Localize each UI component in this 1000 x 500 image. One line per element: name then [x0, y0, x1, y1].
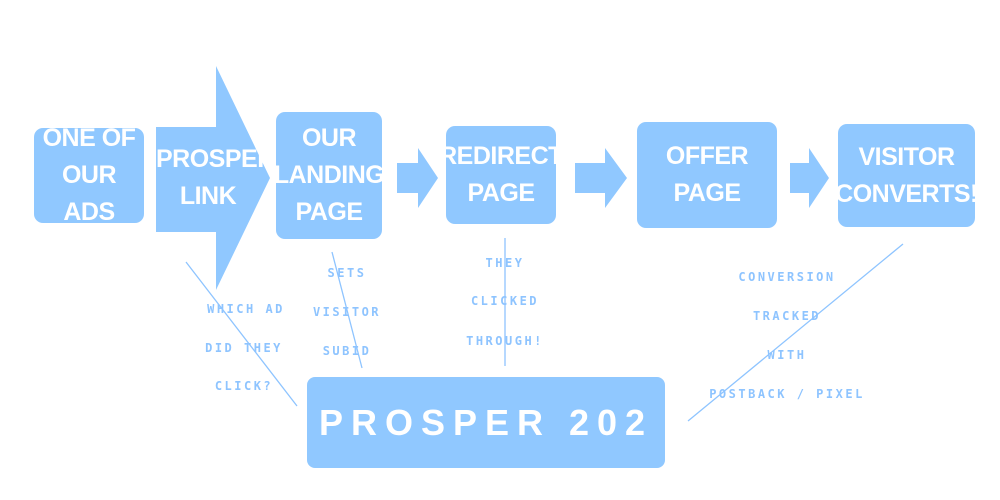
flow-arrow-offer-to-converts — [790, 148, 829, 208]
step-box-our-landing-page: OUR LANDING PAGE — [273, 112, 385, 239]
step-label-line: PAGE — [467, 179, 535, 207]
step-label-line: PAGE — [673, 179, 742, 207]
step-label-line: LANDING — [273, 161, 385, 189]
note-through: THROUGH! — [466, 334, 544, 348]
step-label-line: REDIRECT — [439, 142, 563, 170]
note-tracked: TRACKED — [752, 309, 822, 323]
step-label-prosper-link: PROSPER LINK — [156, 141, 275, 215]
connector-line-converts — [687, 243, 904, 422]
step-label-line: OUR ADS — [61, 161, 117, 226]
step-label-line: CONVERTS! — [835, 179, 978, 208]
note-sets: SETS — [327, 266, 367, 280]
step-label-line: LINK — [179, 182, 237, 210]
step-label-line: PROSPER — [156, 145, 275, 173]
note-which-ad: WHICH AD — [207, 302, 285, 316]
connector-line-link — [185, 261, 298, 407]
prosper-202-box: PROSPER 202 — [307, 377, 665, 468]
step-label-line: ONE OF — [42, 124, 136, 152]
step-box-one-of-our-ads: ONE OF OUR ADS — [34, 124, 144, 226]
prosper-link-arrow-shape — [156, 66, 270, 290]
note-postback-pixel: POSTBACK / PIXEL — [709, 387, 865, 401]
prosper-202-label: PROSPER 202 — [318, 401, 654, 443]
note-clicked: CLICKED — [470, 294, 540, 308]
note-click: CLICK? — [214, 379, 274, 393]
step-label-line: OFFER — [665, 142, 749, 170]
note-subid: SUBID — [322, 344, 372, 358]
step-box-offer-page: OFFER PAGE — [637, 122, 777, 228]
step-box-visitor-converts: VISITOR CONVERTS! — [835, 124, 978, 227]
step-box-redirect-page: REDIRECT PAGE — [439, 126, 563, 224]
connector-line-landing — [331, 251, 363, 369]
step-label-line: OUR — [301, 124, 357, 152]
note-did-they: DID THEY — [205, 341, 283, 355]
step-label-line: VISITOR — [858, 142, 955, 171]
flow-arrow-redirect-to-offer — [575, 148, 627, 208]
note-with: WITH — [767, 348, 807, 362]
step-label-line: PAGE — [295, 198, 364, 226]
note-they: THEY — [485, 256, 525, 270]
note-conversion: CONVERSION — [738, 270, 836, 284]
note-visitor: VISITOR — [312, 305, 382, 319]
flow-arrow-landing-to-redirect — [397, 148, 438, 208]
